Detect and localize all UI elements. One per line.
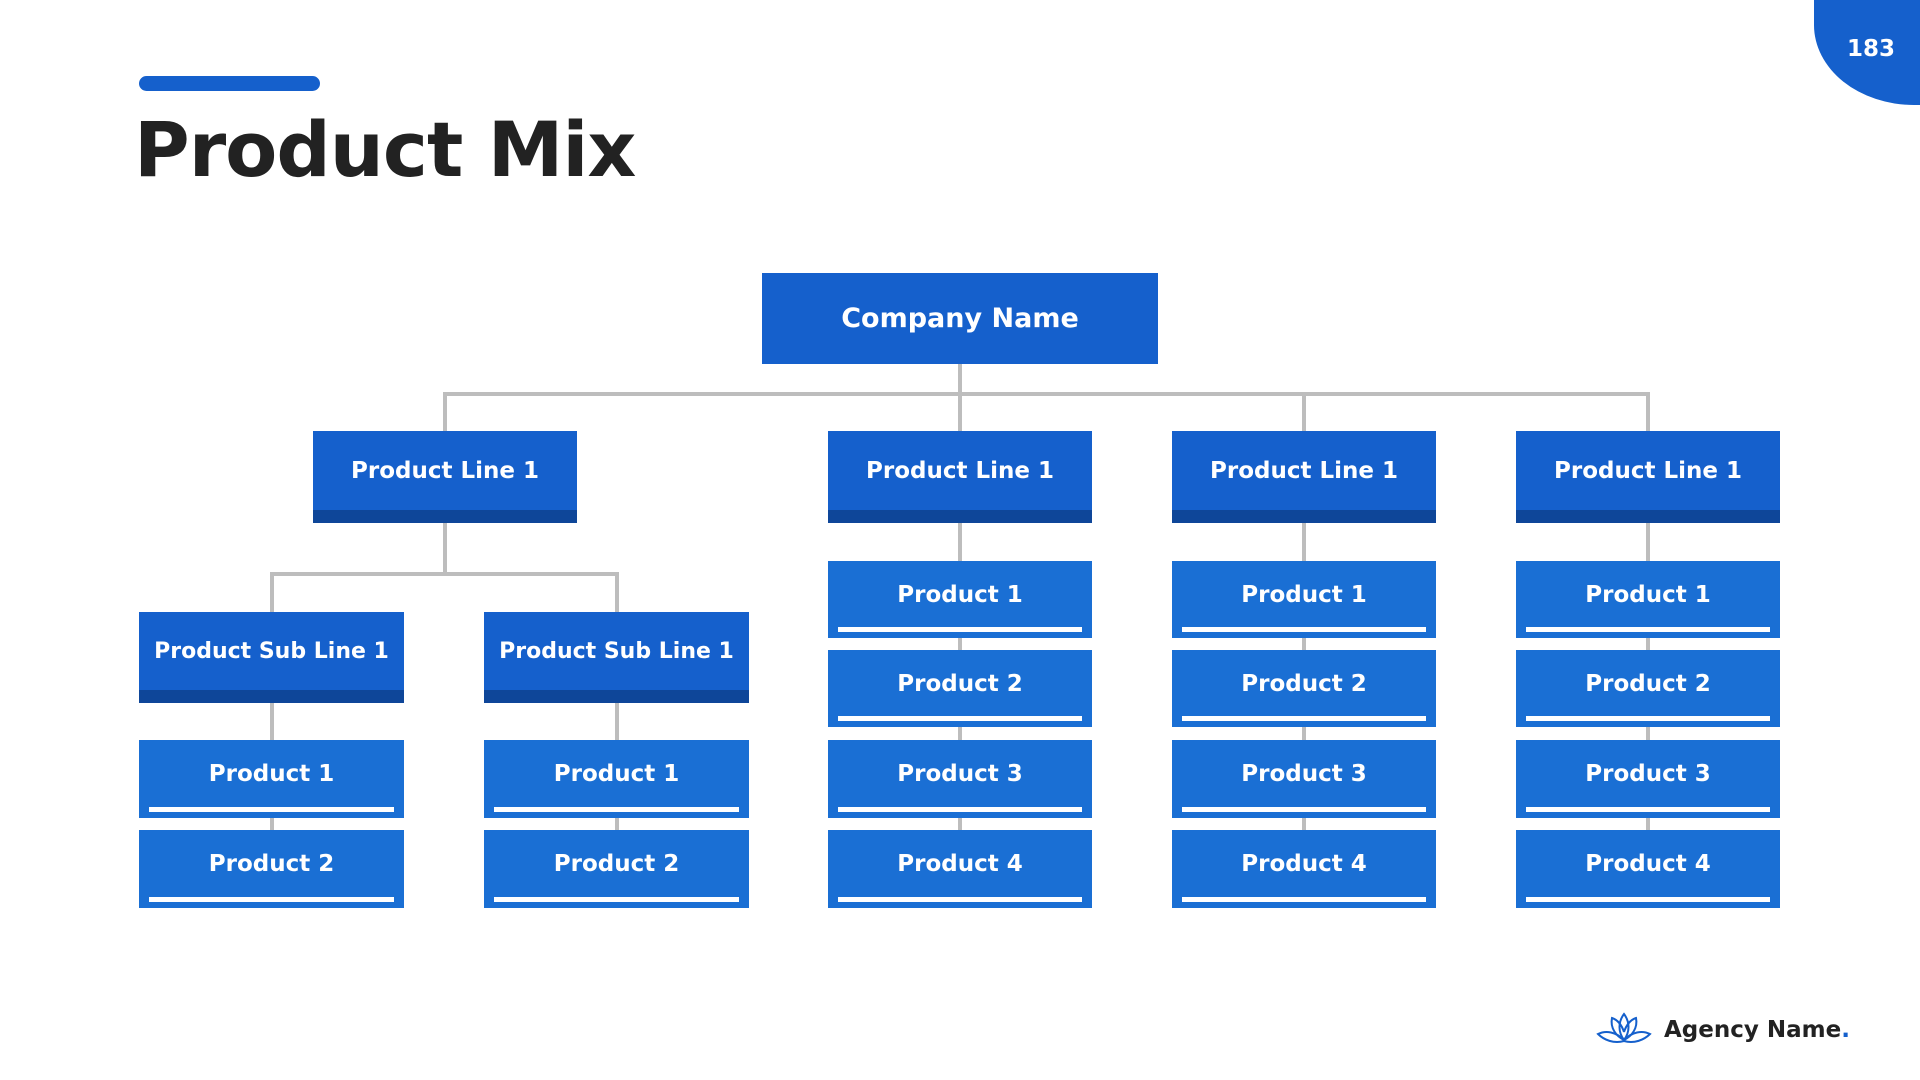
product-underline — [149, 807, 394, 812]
product-line-node[interactable]: Product Line 1 — [1516, 431, 1780, 523]
product-sub-line-label: Product Sub Line 1 — [154, 639, 389, 664]
product-line-label: Product Line 1 — [351, 458, 539, 484]
product-label: Product 2 — [1585, 670, 1711, 697]
product-underline — [1526, 716, 1770, 721]
product-label: Product 4 — [897, 851, 1023, 877]
product-underline — [838, 716, 1082, 721]
product-underline — [1182, 716, 1426, 721]
product-underline — [1526, 627, 1770, 632]
product-node[interactable]: Product 3 — [1172, 740, 1436, 818]
product-node[interactable]: Product 2 — [139, 830, 404, 908]
agency-name-text: Agency Name — [1664, 1017, 1842, 1043]
product-node[interactable]: Product 2 — [1516, 650, 1780, 727]
product-node[interactable]: Product 2 — [484, 830, 749, 908]
product-node[interactable]: Product 1 — [1516, 561, 1780, 638]
product-underline — [1526, 807, 1770, 812]
product-label: Product 4 — [1241, 851, 1367, 877]
product-label: Product 1 — [553, 761, 680, 787]
page-title: Product Mix — [134, 105, 636, 194]
product-label: Product 2 — [208, 851, 335, 877]
product-underline — [1182, 897, 1426, 902]
product-node[interactable]: Product 2 — [1172, 650, 1436, 727]
agency-name-dot: . — [1841, 1017, 1850, 1043]
product-line-label: Product Line 1 — [1210, 458, 1398, 484]
product-node[interactable]: Product 1 — [828, 561, 1092, 638]
product-node[interactable]: Product 3 — [828, 740, 1092, 818]
product-line-node[interactable]: Product Line 1 — [828, 431, 1092, 523]
product-underline — [149, 897, 394, 902]
product-line-node[interactable]: Product Line 1 — [1172, 431, 1436, 523]
company-node[interactable]: Company Name — [762, 273, 1158, 364]
product-node[interactable]: Product 4 — [1172, 830, 1436, 908]
product-node[interactable]: Product 3 — [1516, 740, 1780, 818]
product-label: Product 1 — [1585, 581, 1711, 608]
product-sub-line-node[interactable]: Product Sub Line 1 — [139, 612, 404, 703]
product-node[interactable]: Product 1 — [484, 740, 749, 818]
product-line-label: Product Line 1 — [866, 458, 1054, 484]
title-accent-bar — [139, 76, 320, 91]
product-label: Product 2 — [897, 670, 1023, 697]
product-sub-line-node[interactable]: Product Sub Line 1 — [484, 612, 749, 703]
product-underline — [1182, 807, 1426, 812]
product-label: Product 2 — [553, 851, 680, 877]
lotus-icon — [1596, 1010, 1652, 1050]
product-underline — [494, 897, 739, 902]
product-node[interactable]: Product 4 — [1516, 830, 1780, 908]
product-line-label: Product Line 1 — [1554, 458, 1742, 484]
product-underline — [838, 897, 1082, 902]
product-label: Product 2 — [1241, 670, 1367, 697]
product-label: Product 3 — [1241, 761, 1367, 787]
product-label: Product 1 — [208, 761, 335, 787]
company-label: Company Name — [841, 303, 1079, 334]
product-underline — [838, 627, 1082, 632]
product-node[interactable]: Product 2 — [828, 650, 1092, 727]
product-node[interactable]: Product 1 — [1172, 561, 1436, 638]
agency-name: Agency Name. — [1664, 1017, 1850, 1043]
product-label: Product 1 — [1241, 581, 1367, 608]
product-label: Product 3 — [897, 761, 1023, 787]
product-label: Product 3 — [1585, 761, 1711, 787]
product-underline — [1526, 897, 1770, 902]
product-node[interactable]: Product 1 — [139, 740, 404, 818]
page-number: 183 — [1846, 36, 1895, 62]
product-label: Product 4 — [1585, 851, 1711, 877]
product-node[interactable]: Product 4 — [828, 830, 1092, 908]
product-sub-line-label: Product Sub Line 1 — [499, 639, 734, 664]
product-line-node[interactable]: Product Line 1 — [313, 431, 577, 523]
product-underline — [494, 807, 739, 812]
agency-footer: Agency Name. — [1596, 1010, 1850, 1050]
product-label: Product 1 — [897, 581, 1023, 608]
product-underline — [838, 807, 1082, 812]
product-underline — [1182, 627, 1426, 632]
